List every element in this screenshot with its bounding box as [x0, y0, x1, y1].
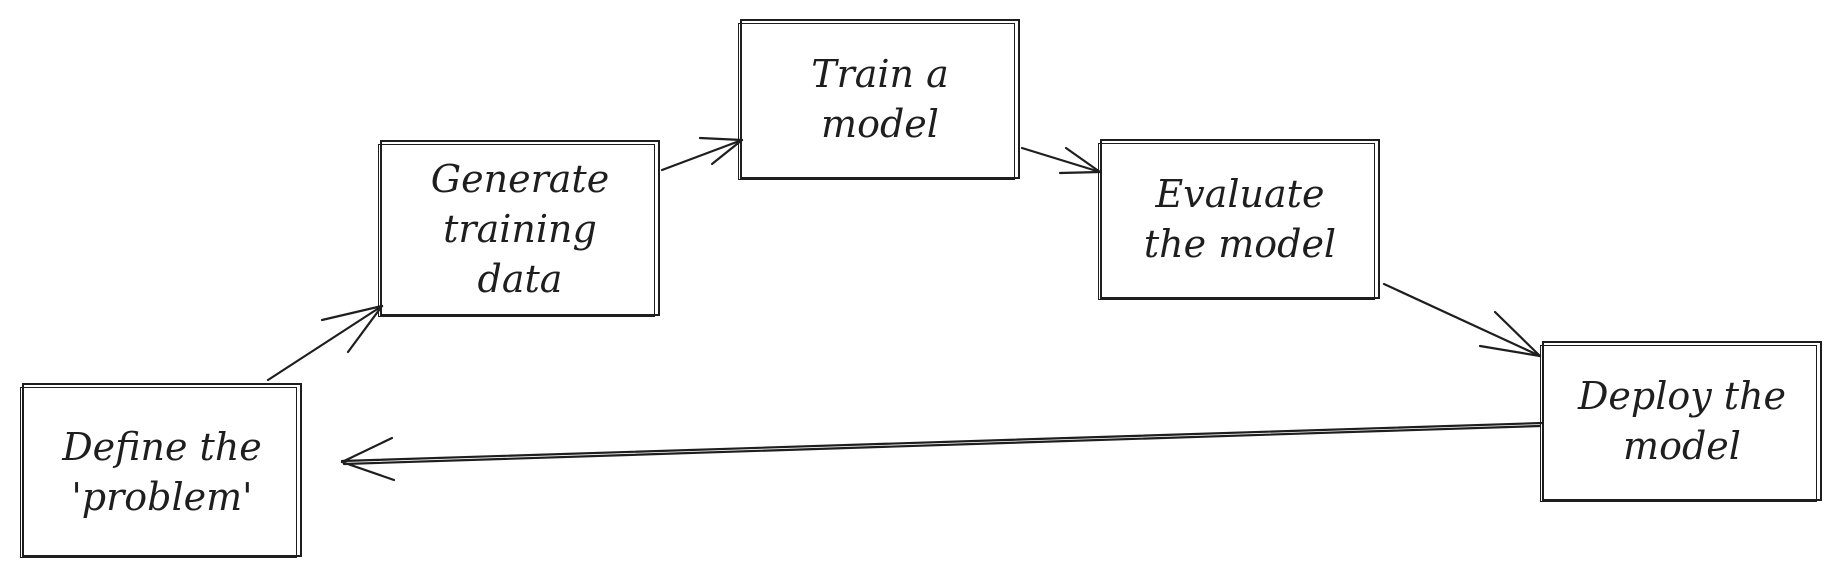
step-evaluate-the-model: Evaluate the model	[1098, 139, 1380, 300]
arrow-generate-to-train	[660, 136, 744, 172]
step-label-line: Deploy the	[1577, 374, 1787, 418]
step-label-line: Define the	[62, 425, 262, 469]
arrow-evaluate-to-deploy	[1382, 282, 1542, 358]
step-deploy-the-model: Deploy the model	[1540, 341, 1822, 502]
step-label-line: Generate	[430, 157, 610, 201]
step-label-line: model	[821, 102, 939, 146]
step-train-a-model: Train a model	[738, 19, 1020, 180]
step-label-line: the model	[1143, 222, 1337, 266]
arrow-define-to-generate	[266, 304, 384, 382]
step-label-line: model	[1623, 424, 1741, 468]
step-label-line: data	[477, 257, 563, 301]
arrow-train-to-evaluate	[1020, 146, 1102, 175]
arrow-deploy-to-define	[340, 421, 1544, 482]
step-label-line: 'problem'	[71, 475, 253, 519]
step-label-line: Evaluate	[1155, 172, 1325, 216]
step-generate-training-data: Generate training data	[378, 140, 660, 317]
step-label-line: Train a	[811, 52, 949, 96]
step-label-line: training	[443, 207, 597, 251]
step-define-the-problem: Define the 'problem'	[20, 383, 302, 558]
